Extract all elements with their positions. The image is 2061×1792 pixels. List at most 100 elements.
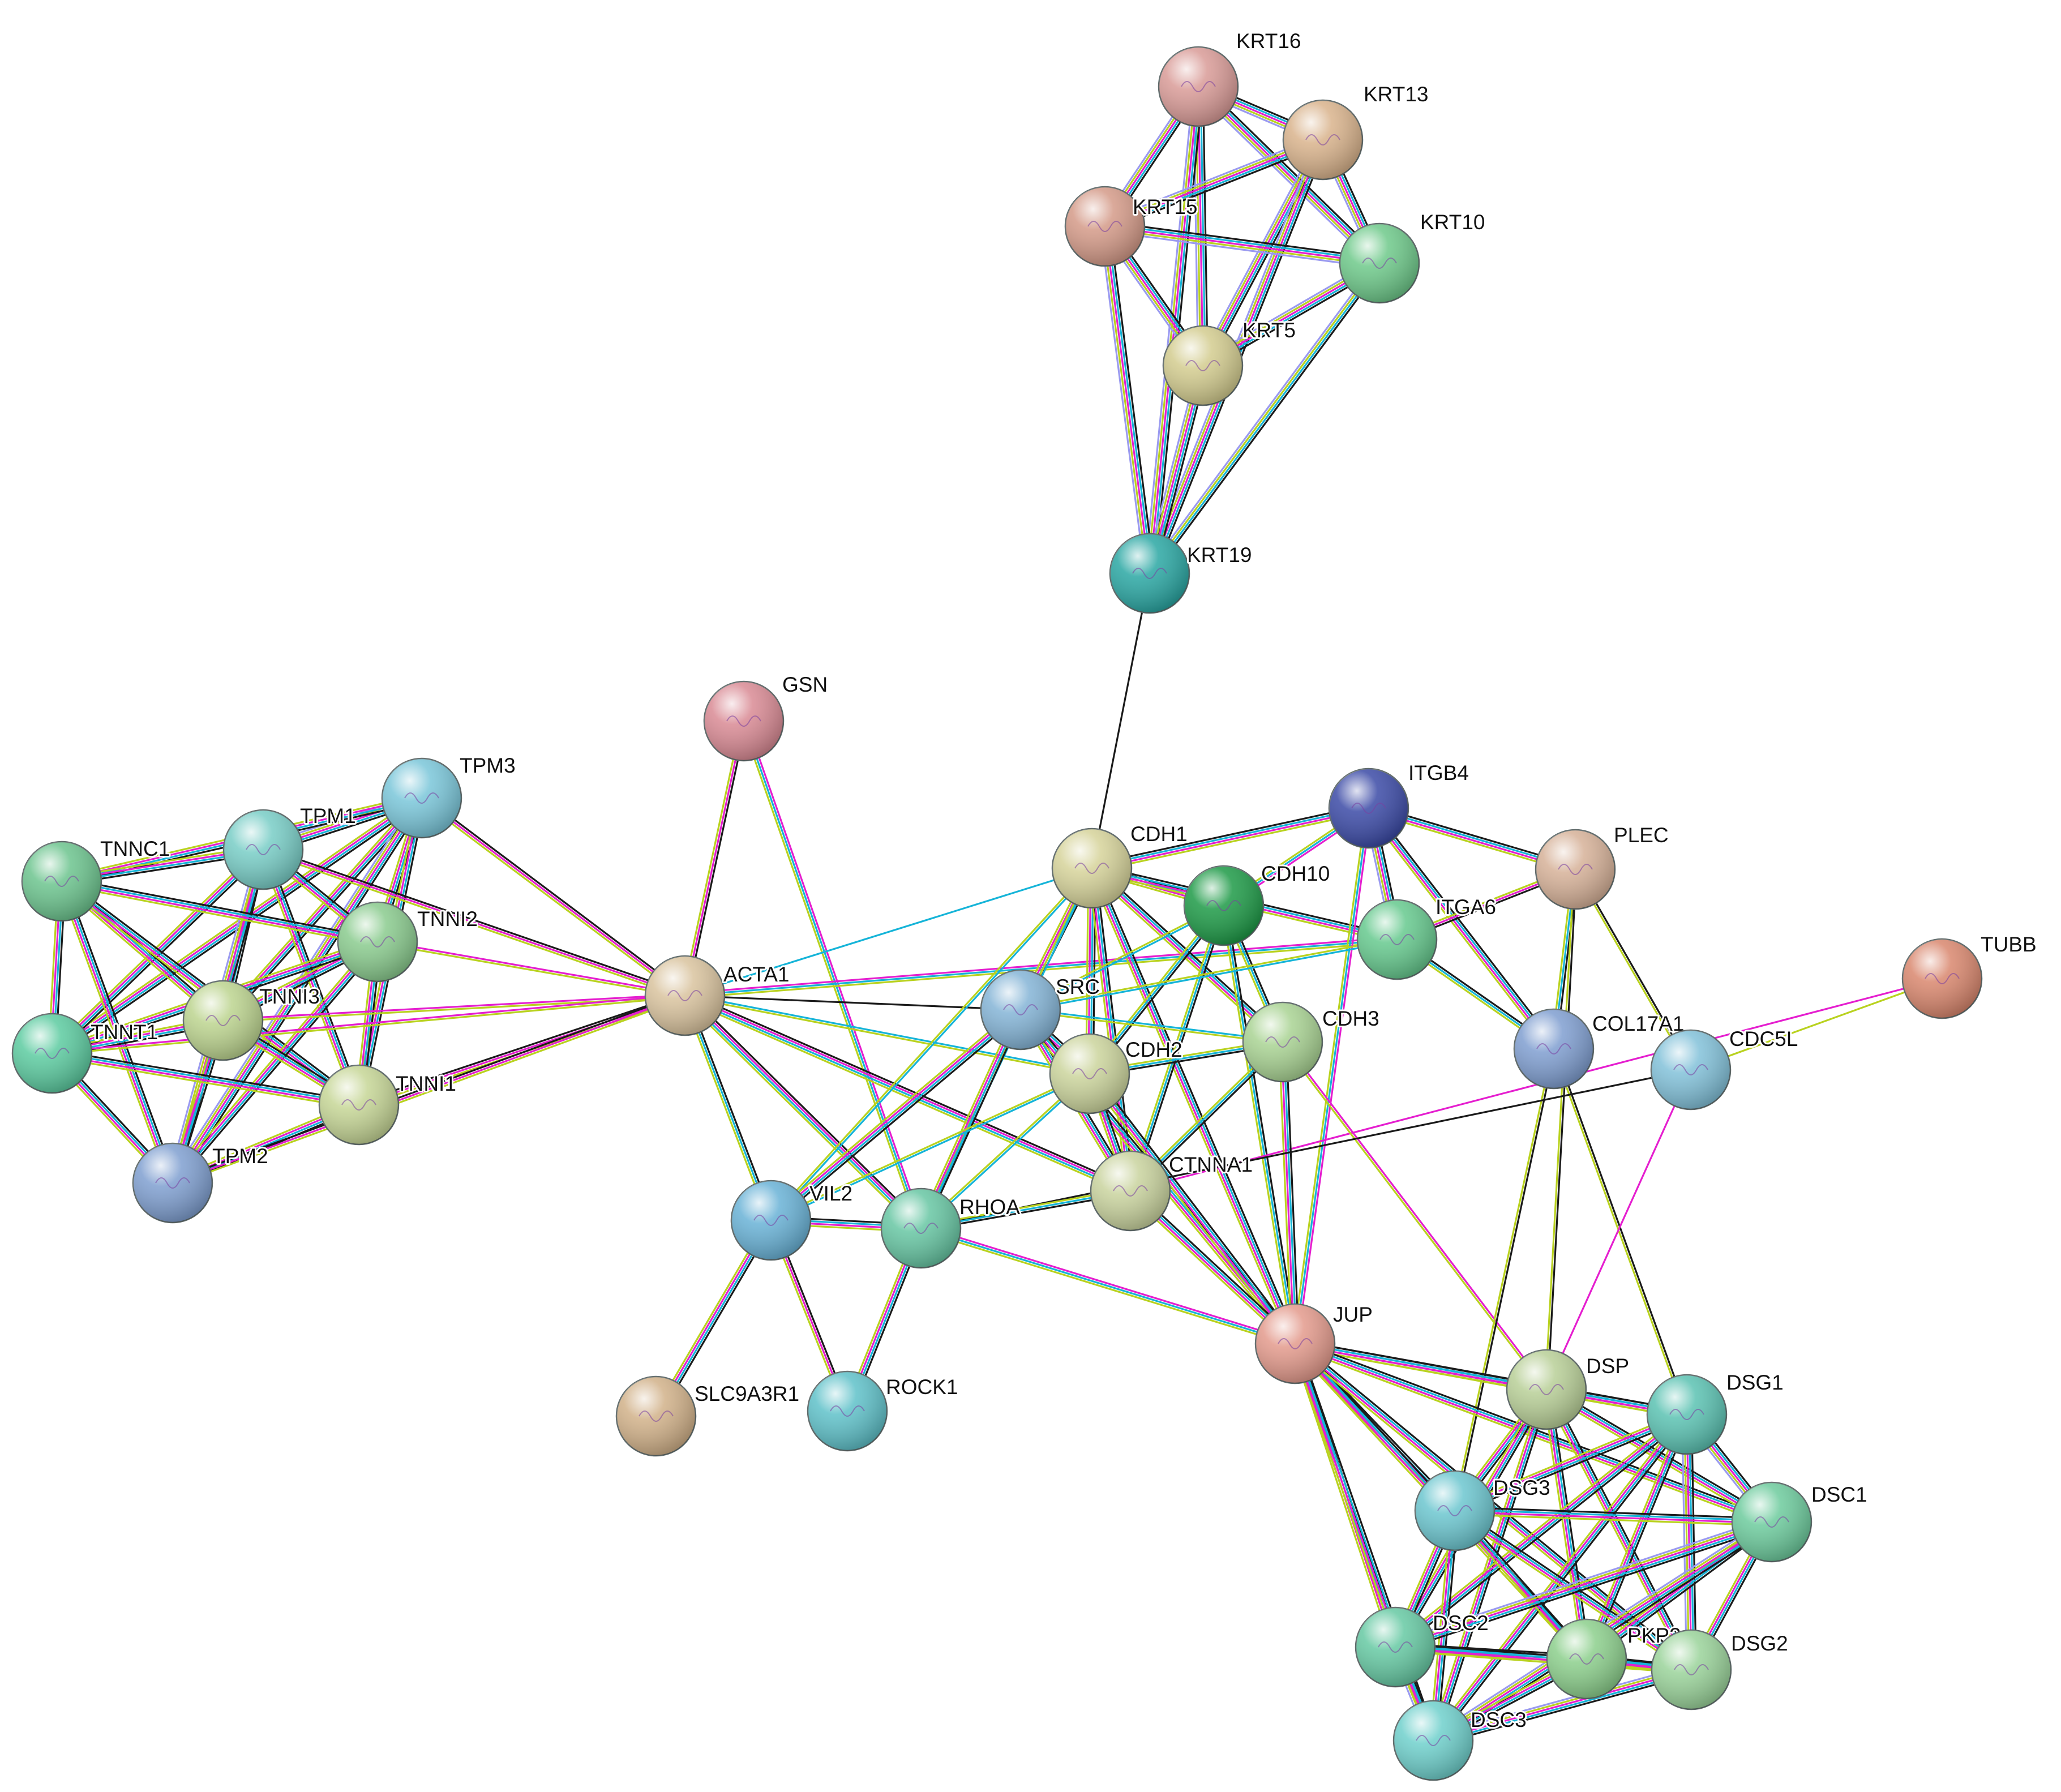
edge-krt15-krt10[interactable] bbox=[1103, 221, 1381, 269]
node-tnni1[interactable]: TNNI1 bbox=[318, 1064, 458, 1146]
edge-cdh1-itgb4[interactable] bbox=[1090, 804, 1370, 873]
edge-krt10-krt19[interactable] bbox=[1146, 260, 1383, 577]
edge-cdh2-vil2[interactable] bbox=[769, 1071, 1091, 1223]
edge-tpm3-acta1[interactable] bbox=[419, 795, 688, 998]
node-plec[interactable]: PLEC bbox=[1535, 822, 1670, 910]
edge-tnni2-acta1[interactable] bbox=[376, 940, 686, 998]
node-slc9a3r1[interactable]: SLC9A3R1 bbox=[615, 1375, 801, 1457]
edge-evidence-yellow bbox=[768, 1006, 1019, 1219]
edge-cdh1-vil2[interactable] bbox=[769, 866, 1094, 1223]
node-dsp[interactable]: DSP bbox=[1506, 1349, 1631, 1430]
node-acta1[interactable]: ACTA1 bbox=[644, 955, 791, 1036]
node-cdh3[interactable]: CDH3 bbox=[1242, 1001, 1381, 1083]
edge-cdh3-dsp[interactable] bbox=[1280, 1040, 1549, 1391]
edge-itgb4-col17a1[interactable] bbox=[1365, 805, 1558, 1052]
node-krt16[interactable]: KRT16 bbox=[1158, 28, 1303, 127]
edge-src-vil2[interactable] bbox=[768, 1006, 1024, 1224]
edge-evidence-magenta bbox=[1394, 1412, 1687, 1647]
node-dsc2[interactable]: DSC2 bbox=[1355, 1606, 1490, 1688]
node-tnnt1[interactable]: TNNT1 bbox=[11, 1013, 160, 1094]
node-tpm3[interactable]: TPM3 bbox=[381, 752, 517, 839]
edge-cdc5l-dsp[interactable] bbox=[1545, 1069, 1692, 1391]
edge-evidence-cyan bbox=[1150, 263, 1382, 575]
node-dsg1[interactable]: DSG1 bbox=[1646, 1369, 1785, 1455]
edge-evidence-magenta bbox=[170, 940, 378, 1184]
node-cdc5l[interactable]: CDC5L bbox=[1650, 1026, 1799, 1111]
edge-cdh10-jup[interactable] bbox=[1220, 904, 1299, 1345]
edge-dsc2-dsg2[interactable] bbox=[1394, 1643, 1693, 1674]
edge-evidence-yellow bbox=[740, 721, 920, 1230]
node-shine bbox=[22, 842, 101, 921]
node-vil2[interactable]: VIL2 bbox=[730, 1180, 854, 1261]
edge-cdh2-jup[interactable] bbox=[1086, 1070, 1299, 1347]
edge-tpm2-acta1[interactable] bbox=[170, 992, 687, 1186]
node-tnni3[interactable]: TNNI3 bbox=[182, 980, 322, 1061]
edge-krt15-krt19[interactable] bbox=[1099, 225, 1155, 575]
node-rock1[interactable]: ROCK1 bbox=[807, 1370, 959, 1452]
node-shine bbox=[1651, 1030, 1730, 1109]
node-cdh2[interactable]: CDH2 bbox=[1049, 1033, 1184, 1114]
edge-dsp-dsg2[interactable] bbox=[1542, 1387, 1696, 1673]
node-krt10[interactable]: KRT10 bbox=[1339, 209, 1487, 304]
edge-cdc5l-rhoa[interactable] bbox=[920, 1069, 1692, 1229]
node-krt13[interactable]: KRT13 bbox=[1282, 81, 1430, 181]
edge-tnnt1-tnni1[interactable] bbox=[50, 1049, 361, 1109]
edge-dsg1-dsg3[interactable] bbox=[1452, 1410, 1690, 1515]
edge-tnni2-tpm2[interactable] bbox=[169, 938, 382, 1186]
edge-cdh3-jup[interactable] bbox=[1278, 1041, 1300, 1345]
node-shine bbox=[1903, 939, 1982, 1018]
edge-krt16-krt10[interactable] bbox=[1194, 82, 1384, 268]
node-krt19[interactable]: KRT19 bbox=[1109, 533, 1254, 614]
edge-acta1-ctnna1[interactable] bbox=[682, 991, 1133, 1195]
edge-cdh1-jup[interactable] bbox=[1087, 865, 1300, 1347]
node-ctnna1[interactable]: CTNNA1 bbox=[1090, 1150, 1254, 1232]
node-dsc1[interactable]: DSC1 bbox=[1731, 1481, 1869, 1563]
edge-src-cdh3[interactable] bbox=[1019, 1008, 1284, 1044]
node-tpm1[interactable]: TPM1 bbox=[222, 803, 358, 890]
node-src[interactable]: SRC bbox=[980, 969, 1102, 1051]
node-pkp2[interactable]: PKP2 bbox=[1546, 1618, 1683, 1700]
edge-rhoa-jup[interactable] bbox=[919, 1225, 1297, 1347]
node-gsn[interactable]: GSN bbox=[703, 671, 829, 762]
node-tpm2[interactable]: TPM2 bbox=[132, 1142, 270, 1224]
node-dsc3[interactable]: DSC3 bbox=[1392, 1700, 1528, 1781]
node-rhoa[interactable]: RHOA bbox=[880, 1187, 1022, 1269]
edge-plec-dsp[interactable] bbox=[1544, 868, 1578, 1391]
node-dsg2[interactable]: DSG2 bbox=[1651, 1629, 1790, 1710]
node-krt5[interactable]: KRT5 bbox=[1162, 317, 1297, 406]
edge-itga6-src[interactable] bbox=[1019, 937, 1398, 1012]
edge-acta1-cdh1[interactable] bbox=[684, 867, 1093, 997]
edge-tpm1-acta1[interactable] bbox=[262, 846, 687, 999]
edge-krt19-cdh1[interactable] bbox=[1091, 572, 1151, 869]
node-tnnc1[interactable]: TNNC1 bbox=[21, 835, 172, 922]
edge-evidence-black bbox=[170, 992, 685, 1182]
edge-krt16-krt19[interactable] bbox=[1144, 85, 1204, 575]
edge-acta1-rhoa[interactable] bbox=[681, 992, 925, 1232]
node-col17a1[interactable]: COL17A1 bbox=[1513, 1008, 1686, 1090]
edge-dsg1-pkp2[interactable] bbox=[1582, 1412, 1691, 1661]
node-cdh10[interactable]: CDH10 bbox=[1183, 860, 1331, 946]
node-jup[interactable]: JUP bbox=[1254, 1301, 1374, 1384]
node-cdh1[interactable]: CDH1 bbox=[1051, 821, 1189, 909]
edge-tnnt1-acta1[interactable] bbox=[51, 993, 686, 1056]
edge-itgb4-jup[interactable] bbox=[1292, 807, 1372, 1345]
edge-gsn-acta1[interactable] bbox=[682, 719, 747, 997]
node-krt15[interactable]: KRT15 bbox=[1064, 186, 1199, 267]
node-itga6[interactable]: ITGA6 bbox=[1356, 894, 1498, 980]
edge-col17a1-dsg1[interactable] bbox=[1552, 1047, 1689, 1416]
edge-dsc1-dsc2[interactable] bbox=[1392, 1516, 1775, 1653]
edge-gsn-rhoa[interactable] bbox=[740, 719, 924, 1230]
edge-dsg2-dsc3[interactable] bbox=[1431, 1664, 1694, 1746]
node-tubb[interactable]: TUBB bbox=[1901, 931, 2038, 1019]
edge-acta1-cdh2[interactable] bbox=[684, 993, 1091, 1076]
protein-structure-icon bbox=[35, 1048, 70, 1059]
edge-dsg3-dsc1[interactable] bbox=[1454, 1506, 1773, 1527]
edge-evidence-black bbox=[1225, 904, 1299, 1344]
node-itgb4[interactable]: ITGB4 bbox=[1328, 760, 1471, 849]
node-dsg3[interactable]: DSG3 bbox=[1414, 1470, 1552, 1551]
edge-tnnc1-tnni2[interactable] bbox=[60, 877, 379, 946]
node-tnni2[interactable]: TNNI2 bbox=[337, 901, 479, 983]
edge-dsp-pkp2[interactable] bbox=[1542, 1388, 1591, 1661]
edge-tubb-cdc5l[interactable] bbox=[1690, 978, 1943, 1071]
edge-col17a1-dsg3[interactable] bbox=[1452, 1047, 1556, 1512]
